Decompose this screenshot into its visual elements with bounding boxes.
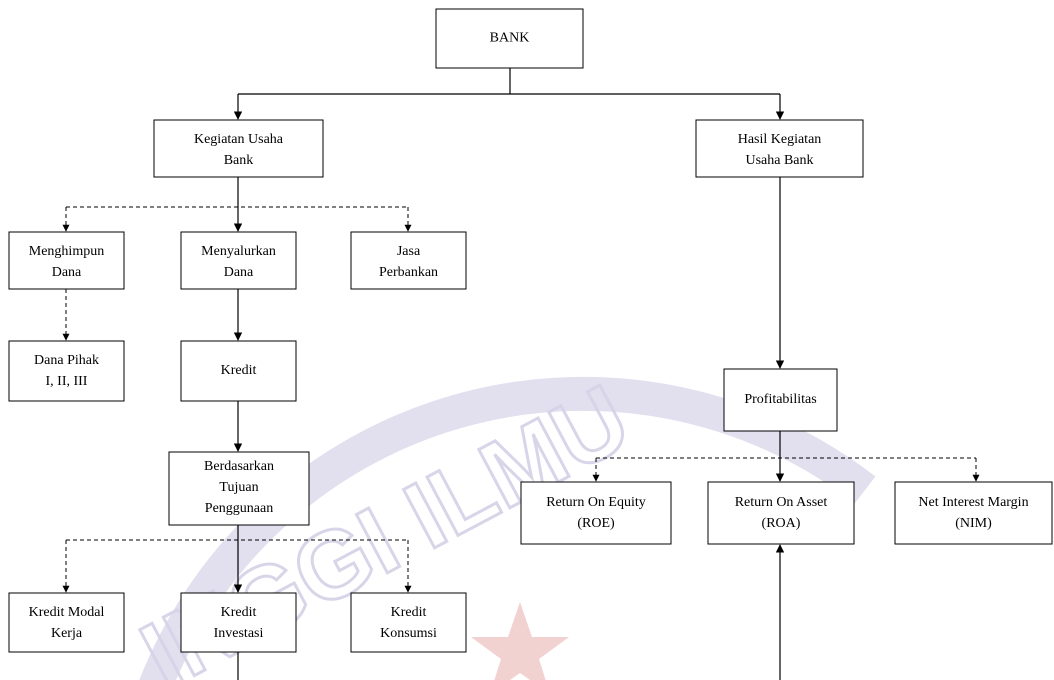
menyalurkan-dana-node: Menyalurkan Dana <box>180 231 297 290</box>
dana-pihak-line-2: I, II, III <box>46 374 88 389</box>
kredit-investasi-line-1: Kredit <box>221 605 257 620</box>
berdasarkan-line-3: Penggunaan <box>205 501 273 516</box>
jasa-perbankan-line-1: Jasa <box>397 244 421 259</box>
hasil-kegiatan-usaha-bank-node: Hasil Kegiatan Usaha Bank <box>695 119 864 178</box>
kredit-konsumsi-line-2: Konsumsi <box>380 626 437 641</box>
profitabilitas-box <box>723 368 838 432</box>
menyalurkan-dana-line-2: Dana <box>224 265 254 280</box>
star-icon <box>471 602 569 680</box>
kredit-investasi-line-2: Investasi <box>214 626 264 641</box>
bank-label: BANK <box>490 31 530 46</box>
bank-node: BANK <box>435 8 584 69</box>
jasa-perbankan-node: Jasa Perbankan <box>350 231 467 290</box>
kegiatan-usaha-bank-line-2: Bank <box>224 153 254 168</box>
return-on-asset-line-1: Return On Asset <box>735 495 828 510</box>
return-on-asset-line-2: (ROA) <box>762 516 801 531</box>
menyalurkan-dana-line-1: Menyalurkan <box>201 244 276 259</box>
kredit-konsumsi-node: Kredit Konsumsi <box>350 592 467 653</box>
jasa-perbankan-line-2: Perbankan <box>379 265 438 280</box>
berdasarkan-tujuan-penggunaan-box <box>168 451 310 526</box>
kredit-label: Kredit <box>221 363 257 378</box>
return-on-equity-line-2: (ROE) <box>577 516 615 531</box>
profitabilitas-node: Profitabilitas <box>723 368 838 432</box>
net-interest-margin-box <box>894 481 1053 545</box>
kredit-investasi-box <box>180 592 297 653</box>
return-on-equity-box <box>520 481 672 545</box>
kredit-investasi-node: Kredit Investasi <box>180 592 297 653</box>
kredit-node: Kredit <box>180 340 297 402</box>
bank-box <box>435 8 584 69</box>
berdasarkan-tujuan-penggunaan-node: Berdasarkan Tujuan Penggunaan <box>168 451 310 526</box>
dana-pihak-line-1: Dana Pihak <box>34 353 99 368</box>
kredit-modal-kerja-line-1: Kredit Modal <box>29 605 105 620</box>
menghimpun-dana-node: Menghimpun Dana <box>8 231 125 290</box>
berdasarkan-line-2: Tujuan <box>219 480 258 495</box>
menghimpun-dana-box <box>8 231 125 290</box>
kegiatan-usaha-bank-node: Kegiatan Usaha Bank <box>153 119 324 178</box>
profitabilitas-label: Profitabilitas <box>744 392 816 407</box>
hasil-kegiatan-usaha-bank-line-1: Hasil Kegiatan <box>738 132 822 147</box>
net-interest-margin-node: Net Interest Margin (NIM) <box>894 481 1053 545</box>
return-on-asset-box <box>707 481 855 545</box>
kredit-modal-kerja-node: Kredit Modal Kerja <box>8 592 125 653</box>
kegiatan-usaha-bank-box <box>153 119 324 178</box>
kredit-konsumsi-line-1: Kredit <box>391 605 427 620</box>
nodes: BANK Kegiatan Usaha Bank Hasil Kegiatan … <box>8 8 1053 653</box>
connectors <box>62 68 980 680</box>
dana-pihak-box <box>8 340 125 402</box>
menghimpun-dana-line-1: Menghimpun <box>29 244 104 259</box>
return-on-asset-node: Return On Asset (ROA) <box>707 481 855 545</box>
return-on-equity-line-1: Return On Equity <box>546 495 646 510</box>
berdasarkan-line-1: Berdasarkan <box>204 459 274 474</box>
net-interest-margin-line-1: Net Interest Margin <box>918 495 1028 510</box>
menyalurkan-dana-box <box>180 231 297 290</box>
jasa-perbankan-box <box>350 231 467 290</box>
kredit-box <box>180 340 297 402</box>
kredit-modal-kerja-box <box>8 592 125 653</box>
menghimpun-dana-line-2: Dana <box>52 265 82 280</box>
hasil-kegiatan-usaha-bank-box <box>695 119 864 178</box>
kegiatan-usaha-bank-line-1: Kegiatan Usaha <box>194 132 284 147</box>
dana-pihak-node: Dana Pihak I, II, III <box>8 340 125 402</box>
return-on-equity-node: Return On Equity (ROE) <box>520 481 672 545</box>
kredit-modal-kerja-line-2: Kerja <box>51 626 83 641</box>
hasil-kegiatan-usaha-bank-line-2: Usaha Bank <box>745 153 813 168</box>
net-interest-margin-line-2: (NIM) <box>955 516 992 531</box>
kredit-konsumsi-box <box>350 592 467 653</box>
